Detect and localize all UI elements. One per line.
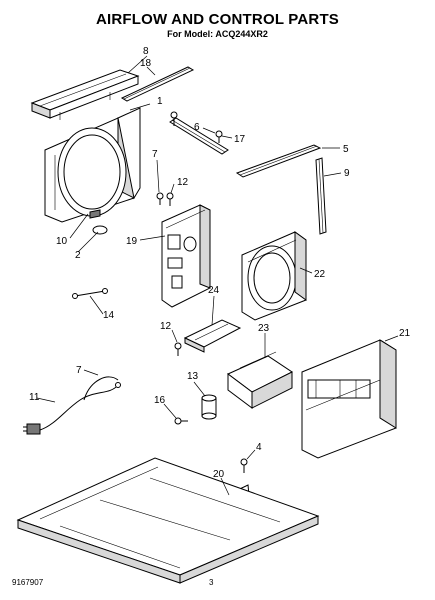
callout-6: 6 [194, 122, 200, 133]
callout-8: 8 [143, 46, 149, 57]
callout-12-upper: 12 [177, 177, 189, 188]
callout-13: 13 [187, 371, 199, 382]
callout-16: 16 [154, 395, 166, 406]
callout-7-lower: 7 [76, 365, 82, 376]
part-14-wire [72, 288, 108, 299]
part-1-fan-shroud [44, 107, 141, 235]
model-subtitle: For Model: ACQ244XR2 [167, 29, 268, 39]
callout-1: 1 [157, 96, 163, 107]
part-6-clip [169, 111, 229, 155]
part-11-power-cord [23, 376, 121, 435]
part-9-vertical-seal [315, 157, 327, 235]
callout-2: 2 [75, 250, 81, 261]
part-16-screw [174, 417, 188, 425]
callout-numbers: 8 18 1 6 17 5 7 9 12 10 19 2 22 24 14 12… [29, 46, 411, 480]
page-number: 3 [209, 578, 214, 587]
callout-22: 22 [314, 269, 326, 280]
callout-11: 11 [29, 392, 40, 403]
part-13-capacitor [201, 394, 217, 420]
page-title: AIRFLOW AND CONTROL PARTS [95, 11, 340, 28]
part-23-control-box [227, 351, 293, 409]
callout-10: 10 [56, 236, 68, 247]
callout-24: 24 [208, 285, 220, 296]
callout-7-upper: 7 [152, 149, 158, 160]
base-pan [16, 457, 320, 584]
callout-21: 21 [399, 328, 411, 339]
part-12-screw [174, 342, 182, 356]
callout-5: 5 [343, 144, 349, 155]
part-5-seal-strip [235, 144, 322, 178]
part-8-top-bracket [30, 69, 140, 120]
callout-18: 18 [140, 58, 152, 69]
part-19-control-bracket [161, 204, 211, 308]
callout-12-lower: 12 [160, 321, 172, 332]
callout-23: 23 [258, 323, 270, 334]
part-18-strip [120, 66, 195, 102]
callout-9: 9 [344, 168, 350, 179]
part-7-12-screws [156, 192, 174, 206]
part-4-screw [240, 458, 248, 473]
callout-14: 14 [103, 310, 115, 321]
part-24-plate [183, 319, 242, 353]
callout-20: 20 [213, 469, 225, 480]
part-22-blower-housing [241, 231, 307, 321]
callout-19: 19 [126, 236, 138, 247]
callout-17: 17 [234, 134, 246, 145]
leader-lines [36, 55, 399, 496]
callout-4: 4 [256, 442, 262, 453]
document-number: 9167907 [12, 578, 44, 587]
part-21-front-housing [301, 339, 397, 459]
